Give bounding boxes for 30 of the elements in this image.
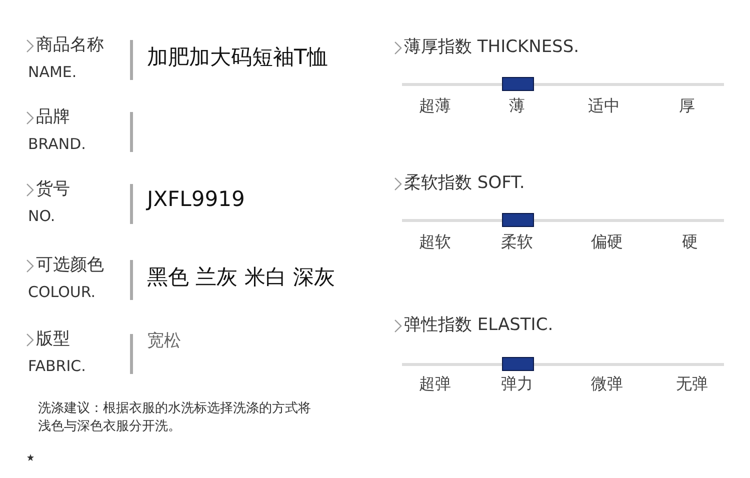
field-label: FABRIC.: [28, 358, 86, 376]
scale-option: 超软: [419, 233, 451, 252]
field-label: 版型: [36, 330, 70, 350]
scale-option: 偏硬: [591, 233, 623, 252]
scale-option: 硬: [682, 233, 698, 252]
scale-heading: 弹性指数 ELASTIC.: [404, 316, 554, 336]
scale-option: 微弹: [591, 375, 623, 394]
scale-option: 适中: [588, 97, 620, 116]
field-value: 宽松: [147, 332, 181, 352]
scale-option: 柔软: [501, 233, 533, 252]
field-label: 可选颜色: [36, 256, 104, 276]
scale-option: 薄: [509, 97, 525, 116]
scale-option: 弹力: [501, 375, 533, 394]
field-value: JXFL9919: [147, 187, 245, 212]
field-value: 加肥加大码短袖T恤: [147, 45, 328, 70]
field-label: 品牌: [36, 108, 70, 128]
scale-heading: 柔软指数 SOFT.: [404, 174, 525, 194]
scale-option: 厚: [679, 97, 695, 116]
field-label: NAME.: [28, 64, 77, 82]
field-label: BRAND.: [28, 136, 86, 154]
scale-heading: 薄厚指数 THICKNESS.: [404, 38, 580, 58]
scale-option: 无弹: [676, 375, 708, 394]
field-label: COLOUR.: [28, 284, 96, 302]
scale-option: 超薄: [419, 97, 451, 116]
field-label: NO.: [28, 208, 56, 226]
field-value: 黑色 兰灰 米白 深灰: [147, 265, 336, 290]
scale-option: 超弹: [419, 375, 451, 394]
field-label: 商品名称: [36, 36, 104, 56]
care-note: 洗涤建议：根据衣服的水洗标选择洗涤的方式将浅色与深色衣服分开洗。: [38, 400, 312, 436]
field-label: 货号: [36, 180, 70, 200]
